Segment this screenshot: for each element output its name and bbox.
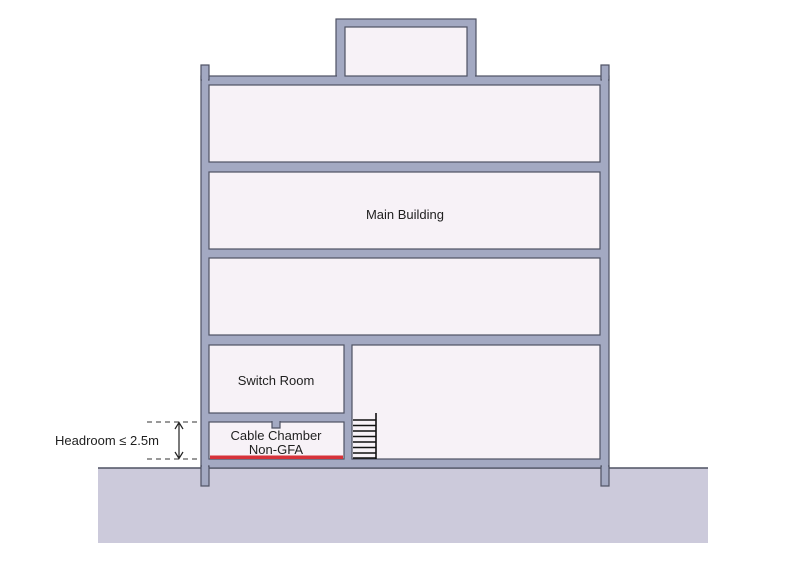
staircase-icon [353, 413, 377, 459]
floor-2 [208, 257, 601, 336]
switch-room-label: Switch Room [238, 373, 315, 388]
ground-floor-room [351, 344, 601, 460]
floor-4 [208, 84, 601, 163]
rooftop-room [344, 26, 468, 77]
arrow-up-icon [174, 421, 184, 430]
drop-beam [271, 421, 281, 429]
headroom-label: Headroom ≤ 2.5m [55, 433, 159, 448]
non-gfa-label: Non-GFA [249, 442, 304, 457]
main-building-label: Main Building [366, 207, 444, 222]
cable-chamber-label: Cable Chamber [230, 428, 322, 443]
switch-room [208, 344, 345, 414]
ground [98, 468, 708, 543]
floor-3 [208, 171, 601, 250]
headroom-dimension [147, 421, 201, 460]
cable-chamber-floor-highlight [210, 455, 343, 459]
arrow-down-icon [174, 451, 184, 460]
